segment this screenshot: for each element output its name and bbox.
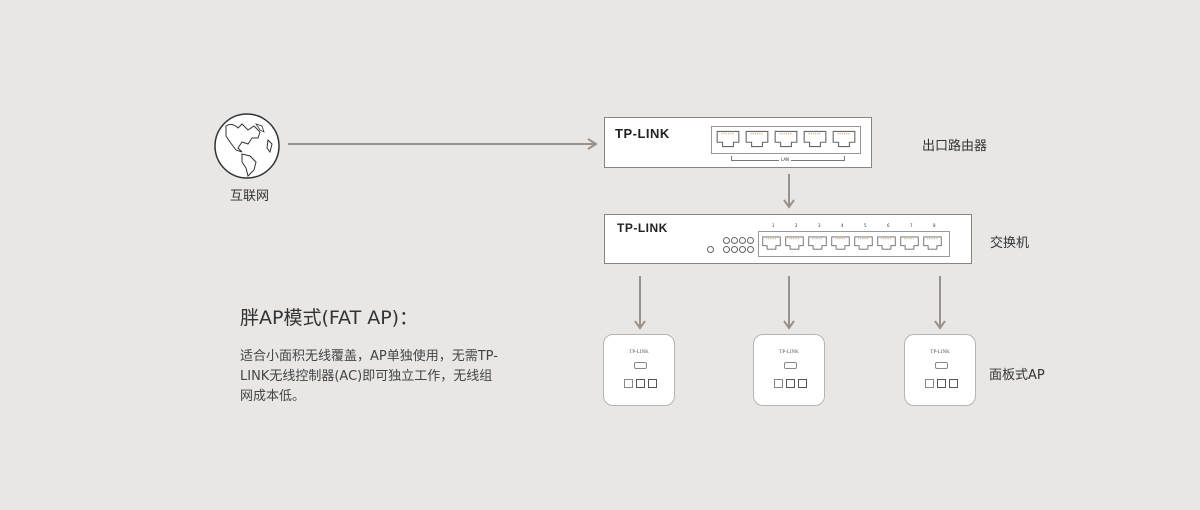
ap-port (636, 379, 645, 388)
router-lan-port (831, 129, 857, 153)
switch-port (807, 234, 828, 256)
router-lan-port (773, 129, 799, 153)
ap-label: 面板式AP (989, 368, 1045, 383)
ap-led (634, 362, 647, 369)
switch-port-number: 4 (841, 223, 844, 228)
switch-port-number: 3 (818, 223, 821, 228)
router-device: TP-LINK LAN (604, 117, 872, 168)
ap-port (624, 379, 633, 388)
switch-brand-logo: TP-LINK (617, 221, 668, 235)
switch-port-numbers: 1 2 3 4 5 6 7 8 (760, 223, 950, 229)
arrow-switch-to-ap-3 (934, 276, 946, 330)
switch-port (761, 234, 782, 256)
switch-port (922, 234, 943, 256)
switch-led (731, 246, 738, 253)
switch-port (784, 234, 805, 256)
router-lan-port (802, 129, 828, 153)
switch-port-number: 1 (772, 223, 775, 228)
panel-ap-3: TP-LINK (904, 334, 976, 406)
switch-port-number: 6 (887, 223, 890, 228)
switch-port-number: 8 (933, 223, 936, 228)
switch-led (723, 237, 730, 244)
ap-port (648, 379, 657, 388)
switch-port-number: 7 (910, 223, 913, 228)
router-lan-port (715, 129, 741, 153)
switch-power-led (707, 246, 714, 253)
ap-port (798, 379, 807, 388)
switch-port-number: 5 (864, 223, 867, 228)
ap-port (925, 379, 934, 388)
router-label: 出口路由器 (922, 139, 988, 154)
switch-port (853, 234, 874, 256)
switch-led (723, 246, 730, 253)
switch-port (876, 234, 897, 256)
ap-port (949, 379, 958, 388)
switch-led (731, 237, 738, 244)
globe-icon (214, 113, 280, 179)
panel-ap-2: TP-LINK (753, 334, 825, 406)
switch-port (899, 234, 920, 256)
switch-port (830, 234, 851, 256)
mode-description: 适合小面积无线覆盖，AP单独使用，无需TP-LINK无线控制器(AC)即可独立工… (240, 349, 498, 404)
ap-led (784, 362, 797, 369)
arrow-switch-to-ap-1 (634, 276, 646, 330)
panel-ap-1: TP-LINK (603, 334, 675, 406)
arrow-switch-to-ap-2 (783, 276, 795, 330)
mode-title: 胖AP模式(FAT AP)： (240, 307, 419, 329)
ap-brand-logo: TP-LINK (629, 350, 649, 355)
router-port-panel (711, 126, 861, 154)
ap-brand-logo: TP-LINK (930, 350, 950, 355)
switch-led (739, 246, 746, 253)
switch-led (739, 237, 746, 244)
arrow-internet-to-router (288, 138, 598, 150)
internet-label: 互联网 (230, 189, 270, 204)
ap-port (786, 379, 795, 388)
ap-port (774, 379, 783, 388)
ap-port (937, 379, 946, 388)
switch-led (747, 246, 754, 253)
ap-led (935, 362, 948, 369)
switch-port-panel (758, 231, 950, 257)
ap-brand-logo: TP-LINK (779, 350, 799, 355)
switch-port-number: 2 (795, 223, 798, 228)
switch-led (747, 237, 754, 244)
router-brand-logo: TP-LINK (615, 126, 670, 141)
switch-device: TP-LINK 1 2 3 4 5 6 7 8 (604, 214, 972, 264)
lan-label: LAN (779, 157, 792, 162)
router-lan-port (744, 129, 770, 153)
switch-label: 交换机 (990, 236, 1030, 251)
arrow-router-to-switch (783, 174, 795, 209)
